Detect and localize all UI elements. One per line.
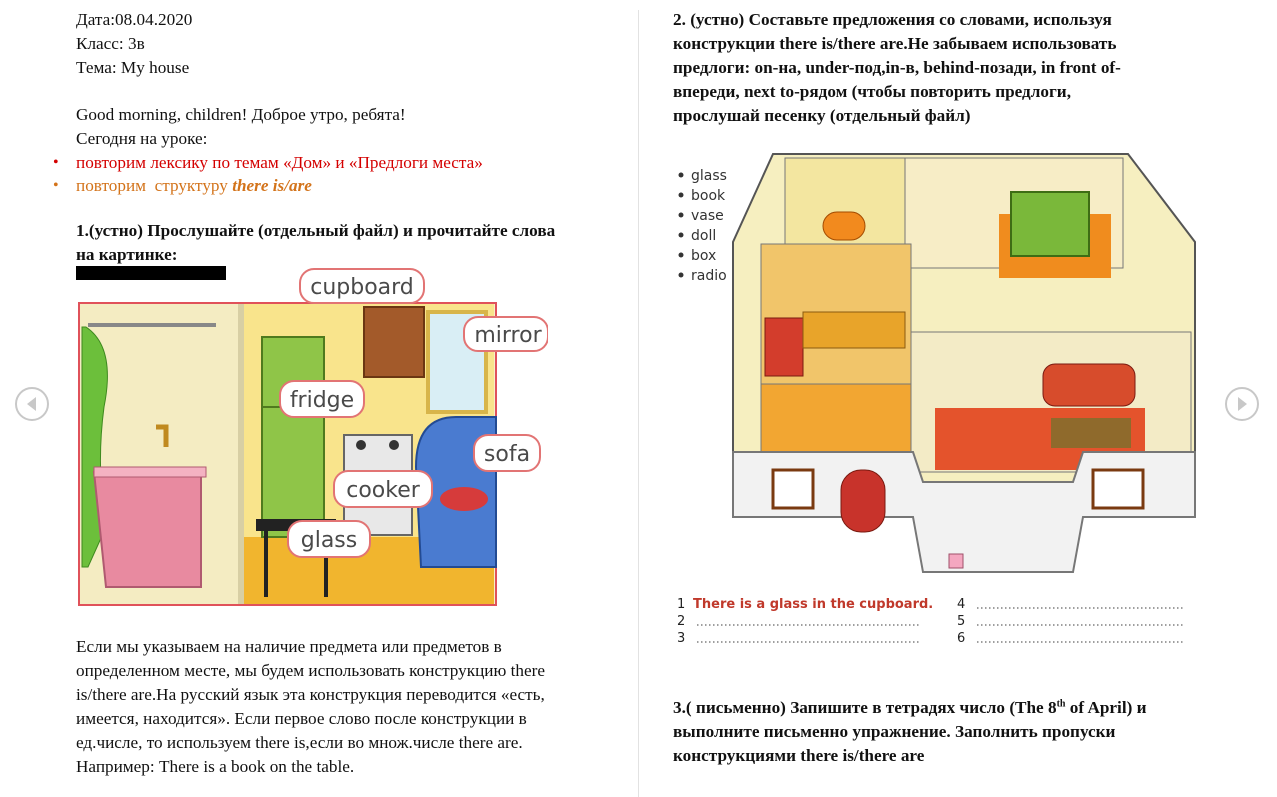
exercise-num-2: 2 xyxy=(677,614,685,629)
next-page-button[interactable] xyxy=(1225,387,1259,421)
greeting: Good morning, children! Доброе утро, реб… xyxy=(76,105,406,124)
word-doll: doll xyxy=(691,228,716,244)
exercise-sentence-1: There is a glass in the cupboard. xyxy=(693,597,933,612)
lesson-class: Класс: 3в xyxy=(76,34,145,53)
word-radio: radio xyxy=(691,268,727,284)
previous-page-button[interactable] xyxy=(15,387,49,421)
word-vase: vase xyxy=(691,208,724,224)
house-plan-picture: glass book vase doll box radio 1 There i… xyxy=(677,153,1196,646)
lesson-plan-item: повторим структуру there is/are xyxy=(53,174,616,197)
label-cupboard: cupboard xyxy=(310,275,414,300)
task-1-heading: 1.(устно) Прослушайте (отдельный файл) и… xyxy=(76,221,556,264)
task-2-heading: 2. (устно) Составьте предложения со слов… xyxy=(673,10,1121,125)
word-book: book xyxy=(691,188,726,204)
word-box: box xyxy=(691,248,716,264)
exercise-num-6: 6 xyxy=(957,631,965,646)
label-mirror: mirror xyxy=(474,323,542,348)
exercise-num-1: 1 xyxy=(677,597,685,612)
lesson-date: Дата:08.04.2020 xyxy=(76,10,193,29)
lesson-plan-list: повторим лексику по темам «Дом» и «Предл… xyxy=(53,151,616,197)
label-fridge: fridge xyxy=(290,388,354,413)
label-glass: glass xyxy=(301,528,357,553)
page-divider xyxy=(638,10,639,797)
today-label: Сегодня на уроке: xyxy=(76,129,208,148)
vocabulary-picture: cupboard mirror fridge sofa cooker glass xyxy=(78,268,548,606)
word-glass: glass xyxy=(691,168,727,184)
arrow-right-icon xyxy=(1238,397,1247,411)
exercise-num-4: 4 xyxy=(957,597,965,612)
redaction-bar xyxy=(76,266,226,280)
task-3-heading: 3.( письменно) Запишите в тетрадях число… xyxy=(673,698,1147,765)
lesson-topic: Тема: My house xyxy=(76,58,190,77)
exercise-num-5: 5 xyxy=(957,614,965,629)
label-sofa: sofa xyxy=(484,442,530,467)
label-cooker: cooker xyxy=(346,478,421,503)
lesson-plan-item: повторим лексику по темам «Дом» и «Предл… xyxy=(53,151,616,174)
left-column: Дата:08.04.2020 Класс: 3в Тема: My house… xyxy=(53,8,616,267)
exercise-num-3: 3 xyxy=(677,631,685,646)
explanation-paragraph: Если мы указываем на наличие предмета ил… xyxy=(76,637,545,776)
arrow-left-icon xyxy=(27,397,36,411)
